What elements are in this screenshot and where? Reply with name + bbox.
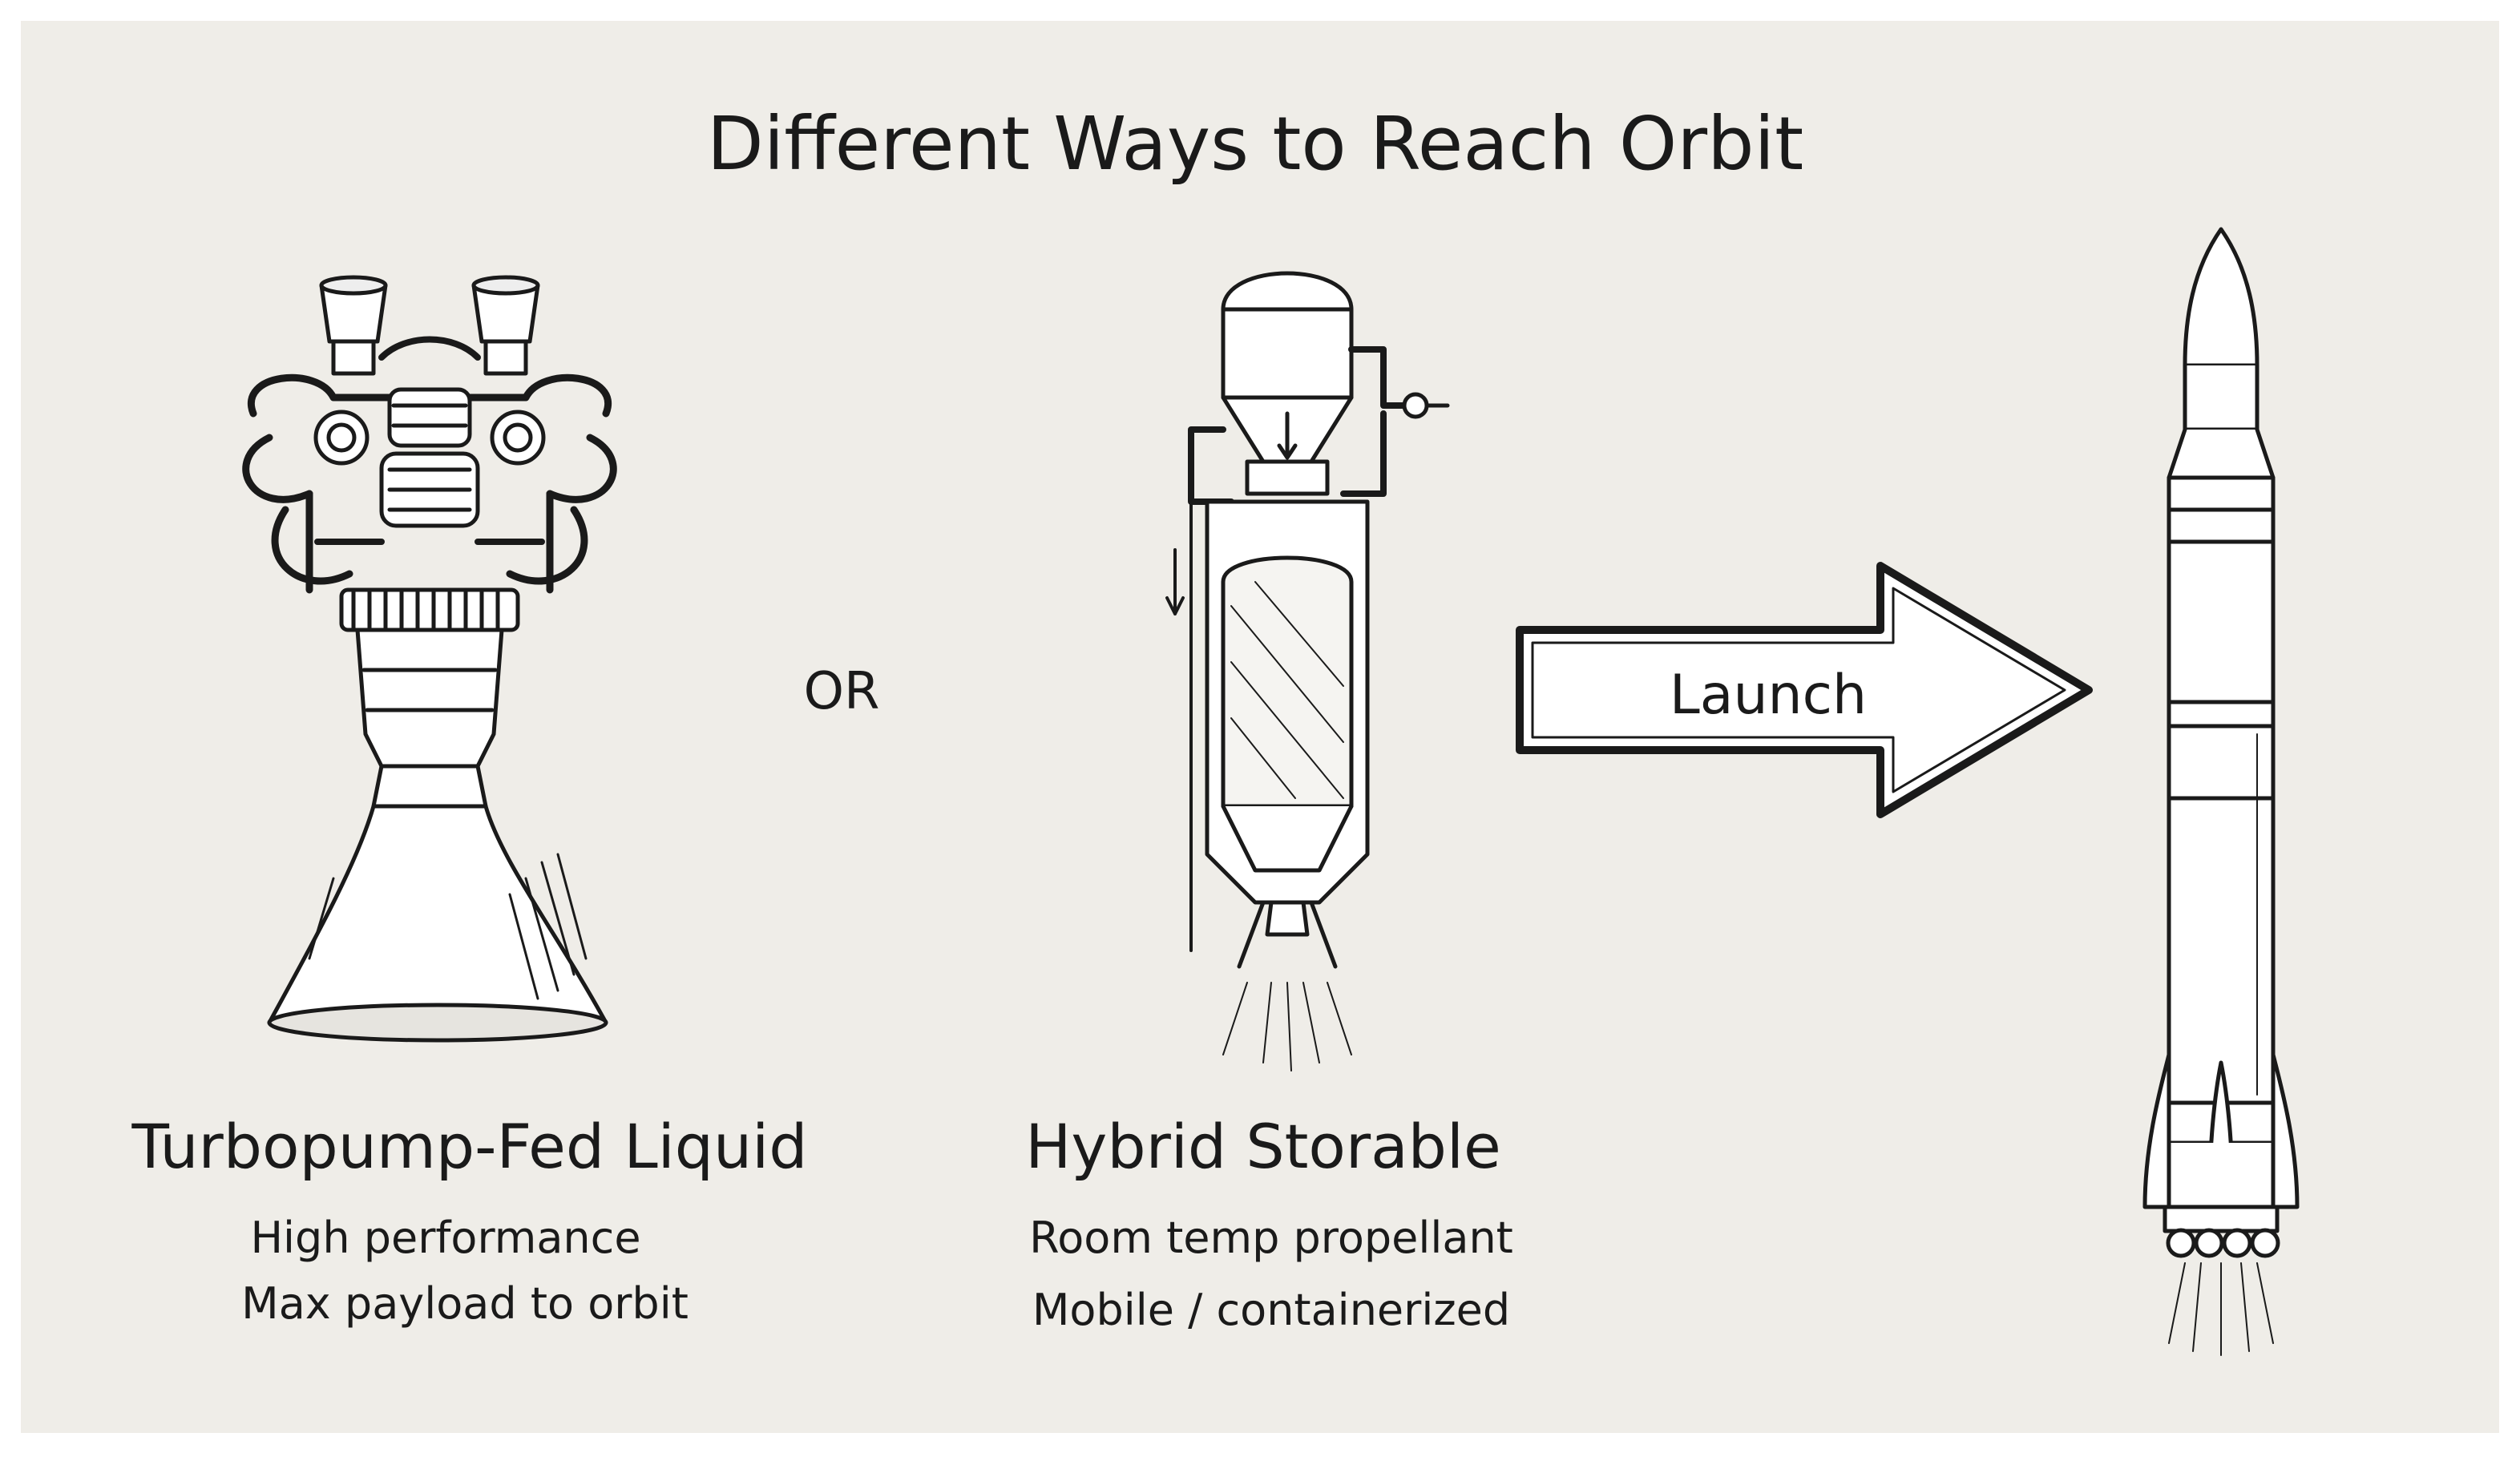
turbopump-engine-icon bbox=[242, 275, 617, 1043]
turbopump-option-line: High performance bbox=[250, 1213, 641, 1263]
hybrid-option-line: Room temp propellant bbox=[1029, 1213, 1513, 1263]
turbopump-option-title: Turbopump-Fed Liquid bbox=[131, 1111, 808, 1182]
hybrid-option-line: Mobile / containerized bbox=[1032, 1285, 1511, 1335]
hybrid-motor-icon bbox=[1165, 271, 1450, 1072]
launch-vehicle-icon bbox=[2142, 227, 2300, 1356]
launch-arrow-icon bbox=[1516, 562, 2093, 818]
turbopump-option-line: Max payload to orbit bbox=[241, 1278, 689, 1329]
hybrid-option-title: Hybrid Storable bbox=[1025, 1111, 1501, 1182]
diagram-title: Different Ways to Reach Orbit bbox=[706, 101, 1804, 187]
diagram-canvas: Different Ways to Reach Orbit bbox=[21, 21, 2499, 1433]
launch-arrow-label: Launch bbox=[1669, 664, 1868, 727]
or-connector-label: OR bbox=[803, 662, 880, 721]
